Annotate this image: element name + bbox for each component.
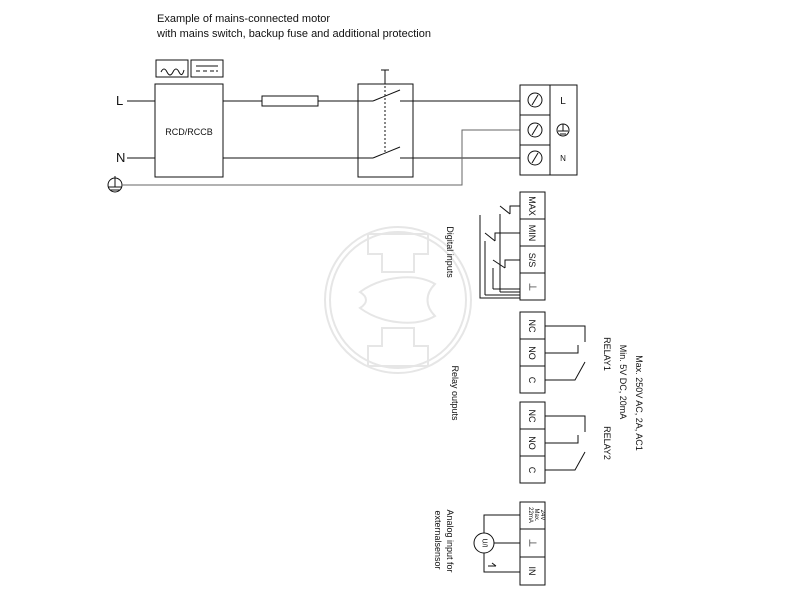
relay2-no-label: NO xyxy=(527,436,537,450)
relay2-name: RELAY2 xyxy=(602,426,612,460)
analog-supply-24v: 24V xyxy=(539,510,545,521)
watermark-logo-icon xyxy=(324,226,472,374)
ac-pulse-icon xyxy=(155,59,189,78)
relay1-c-label: C xyxy=(527,377,537,384)
relay-rating-line1: Max. 250V AC, 2A, AC1 xyxy=(634,355,644,451)
relay-rating-line2: Min. 5V DC, 20mA xyxy=(618,345,628,420)
analog-title-line2: externalsensor xyxy=(433,510,443,569)
analog-sensor xyxy=(473,514,520,573)
relay1-name: RELAY1 xyxy=(602,337,612,371)
terminal-n-label: N xyxy=(560,154,566,163)
sensor-ui-label: U/I xyxy=(481,539,488,548)
rcd-label: RCD/RCCB xyxy=(165,127,213,137)
analog-supply-22ma: 22mA xyxy=(527,507,533,523)
relay-outputs-title: Relay outputs xyxy=(450,365,460,421)
di-max-label: MAX xyxy=(527,196,537,216)
analog-gnd-label: ⊥ xyxy=(527,539,538,548)
relay2-c-label: C xyxy=(527,467,537,474)
terminal-ground-icon xyxy=(556,123,570,137)
di-ss-label: S/S xyxy=(527,253,537,268)
relay2-contact xyxy=(545,415,586,471)
relay1-nc-label: NC xyxy=(527,320,537,333)
backup-fuse xyxy=(261,95,319,107)
header-line2: with mains switch, backup fuse and addit… xyxy=(156,28,431,40)
digital-input-contacts xyxy=(479,205,520,299)
relay1-contact xyxy=(545,325,586,381)
header-line1: Example of mains-connected motor xyxy=(157,13,330,25)
mains-l-label: L xyxy=(116,93,123,108)
power-terminal-block xyxy=(519,84,578,176)
analog-in-label: IN xyxy=(527,567,537,576)
digital-inputs-title: Digital inputs xyxy=(445,226,455,278)
ground-icon xyxy=(107,176,123,193)
analog-title-line1: Analog input for xyxy=(445,509,455,572)
terminal-l-label: L xyxy=(560,96,566,107)
rcd-box xyxy=(154,83,224,178)
di-min-label: MIN xyxy=(527,225,537,242)
relay2-nc-label: NC xyxy=(527,410,537,423)
analog-supply-max: Max. xyxy=(533,508,539,521)
dc-icon xyxy=(190,59,224,78)
di-gnd-label: ⊥ xyxy=(527,283,538,292)
relay1-no-label: NO xyxy=(527,346,537,360)
mains-n-label: N xyxy=(116,150,125,165)
screw-terminal-icon xyxy=(527,92,543,166)
